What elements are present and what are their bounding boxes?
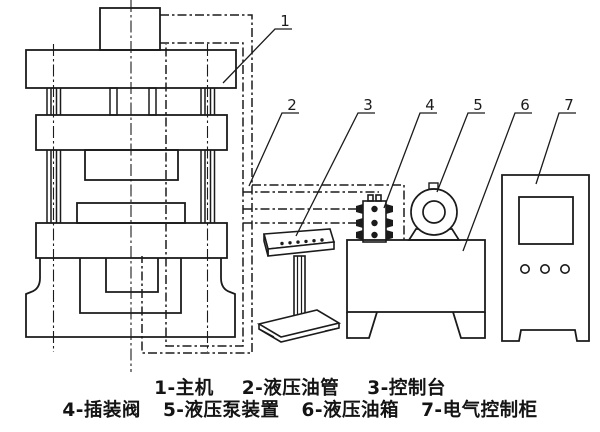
cabinet-outline	[501, 174, 590, 342]
legend-item-6: 6-液压油箱	[301, 400, 400, 421]
tank-left-leg	[346, 311, 378, 339]
hydraulic-oil-pipes	[141, 14, 405, 354]
center-lines	[52, 0, 209, 372]
leader-2	[248, 112, 299, 187]
motor-hub	[422, 200, 446, 224]
legend-line-2: 4-插装阀 5-液压泵装置 6-液压油箱 7-电气控制柜	[0, 396, 600, 422]
hydraulic-pump-unit	[407, 182, 461, 241]
console-base-thickness	[258, 323, 340, 343]
valve-cartridges	[356, 204, 393, 240]
legend-item-5: 5-液压泵装置	[162, 400, 280, 421]
console-pedestal-column	[293, 255, 306, 323]
callout-5: 5	[473, 96, 483, 114]
console-column-inner-lines	[296, 256, 303, 322]
callout-3: 3	[363, 96, 373, 114]
leader-4	[383, 112, 437, 209]
callout-7: 7	[564, 96, 574, 114]
pipe-inner-loop	[160, 42, 244, 347]
cartridge-valve-block	[356, 194, 393, 243]
callout-6: 6	[520, 96, 530, 114]
cabinet-screen	[518, 196, 574, 245]
leader-1	[222, 28, 292, 84]
press-columns	[46, 88, 216, 223]
leader-5	[436, 112, 485, 193]
hydraulic-oil-tank	[346, 239, 486, 339]
callout-1: 1	[280, 12, 290, 30]
legend-item-3: 3-控制台	[367, 378, 446, 399]
motor-eyebolt	[428, 182, 439, 190]
pipe-branch-top	[252, 184, 405, 240]
valve-top-port-left	[367, 194, 374, 202]
tank-right-leg	[452, 311, 486, 339]
legend-item-2: 2-液压油管	[241, 378, 340, 399]
console-panel-side	[263, 233, 269, 257]
callout-2: 2	[287, 96, 297, 114]
control-console	[256, 228, 342, 343]
press-center-strip-left	[109, 87, 118, 116]
legend-item-4: 4-插装阀	[62, 400, 141, 421]
leader-6	[462, 112, 532, 252]
leader-7	[535, 112, 576, 185]
electric-control-cabinet	[501, 174, 590, 342]
press-center-strip-right	[148, 87, 157, 116]
callout-4: 4	[425, 96, 435, 114]
press-top-cylinder	[99, 7, 161, 51]
legend-line-1: 1-主机 2-液压油管 3-控制台	[0, 374, 600, 400]
valve-top-port-right	[375, 194, 382, 202]
console-base-plate	[256, 309, 342, 338]
callout-leaders	[222, 28, 576, 252]
leader-3	[295, 112, 375, 237]
console-base-feet	[260, 327, 340, 338]
cabinet-knobs	[519, 263, 570, 274]
pipe-outer-loop	[141, 14, 253, 354]
console-buttons	[280, 238, 324, 246]
legend-item-1: 1-主机	[154, 378, 214, 399]
legend-item-7: 7-电气控制柜	[421, 400, 538, 421]
tank-body	[346, 239, 486, 313]
callout-numbers: 1 2 3 4 5 6 7	[280, 12, 574, 114]
press-ejector-inner	[105, 258, 159, 293]
